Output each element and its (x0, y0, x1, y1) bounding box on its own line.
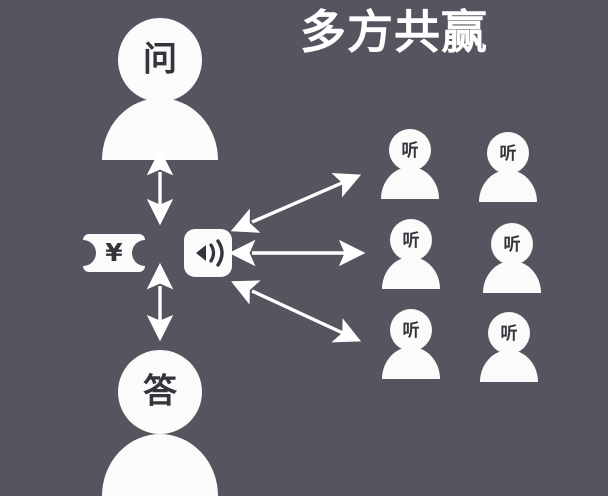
listener-group: 听听听听听听 (381, 129, 541, 382)
ticket-shape (83, 234, 145, 272)
listener-label: 听 (504, 234, 521, 255)
asker-head (118, 18, 202, 102)
listener-label: 听 (402, 140, 419, 161)
listener-person: 听 (382, 309, 440, 379)
listener-head (488, 312, 530, 354)
listener-head (390, 309, 432, 351)
arrow-broadcast-to-bottom-listeners (231, 280, 362, 343)
speaker-triangle (196, 245, 206, 261)
listener-body (483, 261, 541, 293)
sound-wave-outer (216, 239, 224, 267)
listener-body (382, 257, 440, 289)
listener-person: 听 (483, 223, 541, 293)
listener-body (382, 347, 440, 379)
page-title: 多方共赢 (300, 5, 488, 59)
listener-body (479, 170, 537, 202)
listener-head (390, 219, 432, 261)
arrow-group (146, 148, 366, 343)
listener-label: 听 (500, 143, 517, 164)
broadcast-tile (184, 229, 232, 277)
asker-body (102, 98, 218, 160)
listener-label: 听 (403, 230, 420, 251)
yen-symbol: ¥ (105, 238, 123, 267)
listener-label: 听 (501, 323, 518, 344)
broadcast-sound-icon (184, 229, 232, 277)
listener-head (389, 129, 431, 171)
arrow-broadcast-to-top-listeners (230, 173, 362, 233)
answerer-head (118, 350, 202, 434)
listener-body (381, 167, 439, 199)
listener-label: 听 (403, 320, 420, 341)
ticket-yen-icon: ¥ (83, 234, 145, 272)
listener-head (491, 223, 533, 265)
listener-person: 听 (480, 312, 538, 382)
listener-head (487, 132, 529, 174)
answerer-label: 答 (143, 372, 178, 412)
listener-body (480, 350, 538, 382)
sound-wave-inner (209, 243, 216, 263)
answerer-body (102, 434, 218, 496)
asker-label: 问 (143, 40, 177, 80)
listener-person: 听 (479, 132, 537, 202)
answerer-person: 答 (102, 350, 218, 496)
asker-person: 问 (102, 18, 218, 160)
listener-person: 听 (382, 219, 440, 289)
listener-person: 听 (381, 129, 439, 199)
